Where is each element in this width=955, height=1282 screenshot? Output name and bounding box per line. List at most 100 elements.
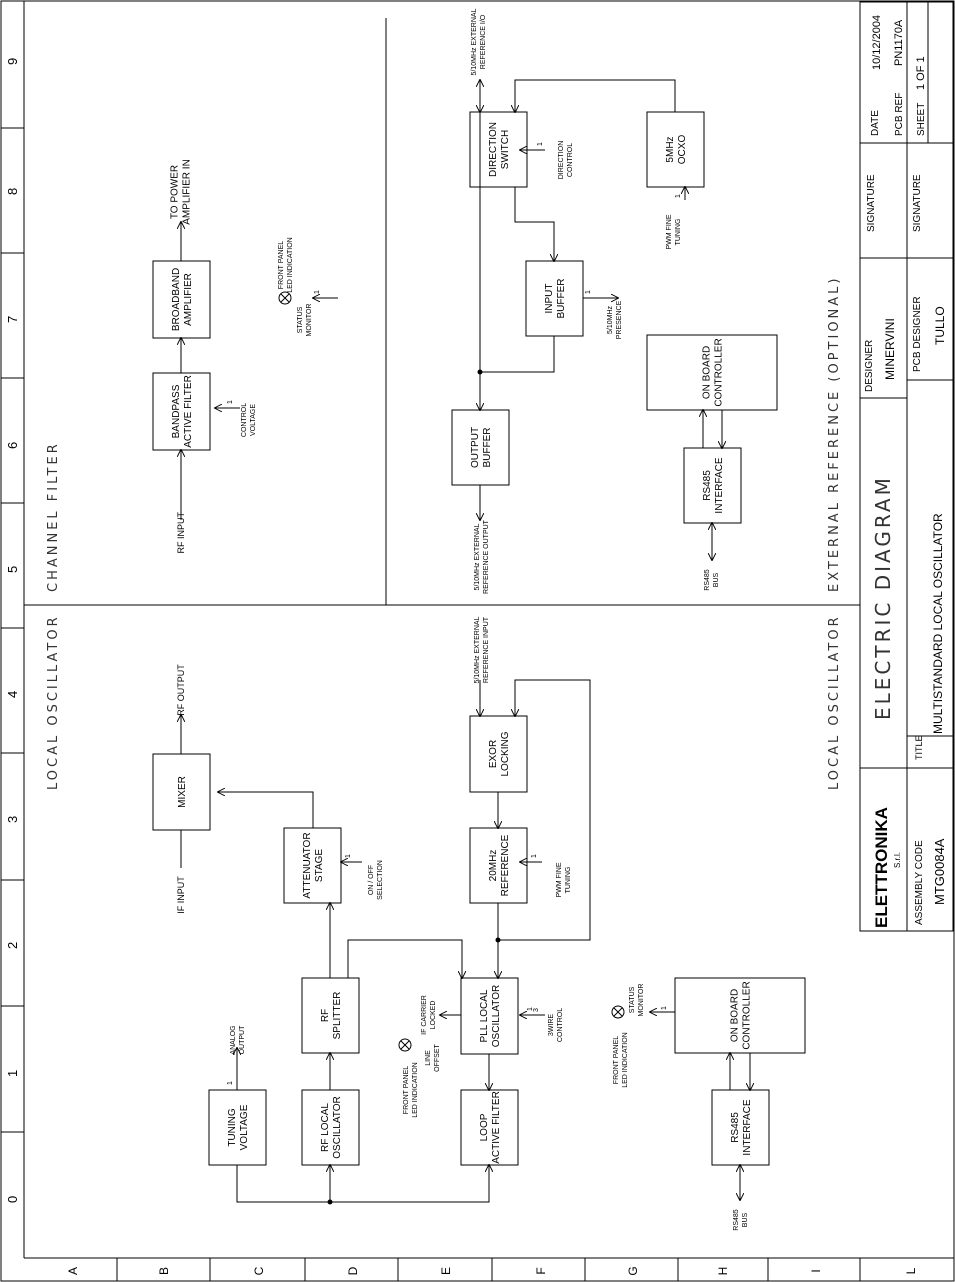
svg-text:5/10MHz EXTERNAL: 5/10MHz EXTERNAL xyxy=(474,523,481,590)
pin-number-9: 1 xyxy=(661,1006,668,1010)
svg-text:TITLE: TITLE xyxy=(914,735,924,760)
svg-text:REFERENCE I/O: REFERENCE I/O xyxy=(480,14,487,69)
svg-text:LOCAL OSCILLATOR: LOCAL OSCILLATOR xyxy=(46,614,61,790)
section-title-external-reference: EXTERNAL REFERENCE (OPTIONAL) xyxy=(827,276,842,593)
column-marker-A: A xyxy=(66,1267,80,1275)
svg-text:CONTROLLER: CONTROLLER xyxy=(742,981,753,1049)
designer-name: MINERVINI xyxy=(883,318,897,380)
svg-text:DIRECTION: DIRECTION xyxy=(488,122,499,177)
wire-ref-feedback xyxy=(498,679,591,941)
svg-text:REFERENCE INPUT: REFERENCE INPUT xyxy=(483,616,490,683)
junction-bus xyxy=(327,1199,333,1205)
svg-text:5/10MHz: 5/10MHz xyxy=(607,305,614,334)
svg-text:5/10MHz EXTERNAL: 5/10MHz EXTERNAL xyxy=(471,8,478,75)
row-marker-9: 9 xyxy=(5,58,20,65)
svg-text:TUNING: TUNING xyxy=(565,867,572,894)
svg-text:LOCKING: LOCKING xyxy=(500,731,511,776)
svg-text:SELECTION: SELECTION xyxy=(377,860,384,900)
pin-number-1: 1 xyxy=(345,854,352,858)
svg-text:SHEET: SHEET xyxy=(916,103,927,136)
svg-text:MONITOR: MONITOR xyxy=(638,984,645,1017)
svg-text:MONITOR: MONITOR xyxy=(306,304,313,337)
pcb-ref-value: PN1170A xyxy=(893,19,905,66)
svg-text:MIXER: MIXER xyxy=(177,776,188,808)
assembly-code: MTG0084A xyxy=(932,838,947,905)
svg-text:ON / OFF: ON / OFF xyxy=(368,865,375,895)
svg-text:20MHz: 20MHz xyxy=(488,850,499,882)
svg-text:PCB DESIGNER: PCB DESIGNER xyxy=(912,296,923,372)
junction-ext xyxy=(477,369,483,375)
svg-text:FRONT PANEL: FRONT PANEL xyxy=(403,1066,410,1114)
pin-number-0: 1 xyxy=(227,400,234,404)
svg-text:LOCAL OSCILLATOR: LOCAL OSCILLATOR xyxy=(827,614,842,790)
pin-number-3: 3 xyxy=(533,1008,540,1012)
row-marker-7: 7 xyxy=(5,316,20,323)
svg-text:PRESENCE: PRESENCE xyxy=(616,300,623,339)
svg-text:S.r.l.: S.r.l. xyxy=(893,852,902,868)
svg-text:VOLTAGE: VOLTAGE xyxy=(250,404,257,436)
svg-text:STATUS: STATUS xyxy=(629,986,636,1013)
svg-text:RF OUTPUT: RF OUTPUT xyxy=(176,664,186,716)
row-marker-4: 4 xyxy=(5,691,20,698)
svg-text:ACTIVE FILTER: ACTIVE FILTER xyxy=(491,1091,502,1164)
pin-number-3: 1 xyxy=(531,854,538,858)
svg-text:BUS: BUS xyxy=(742,1212,749,1227)
svg-text:ASSEMBLY CODE: ASSEMBLY CODE xyxy=(914,840,925,925)
pin-number-2: 1 xyxy=(227,1081,234,1085)
sheet-value: 1 OF 1 xyxy=(915,56,927,90)
svg-text:OSCILLATOR: OSCILLATOR xyxy=(332,1096,343,1158)
led-indicator-1 xyxy=(278,291,292,305)
svg-text:INTERFACE: INTERFACE xyxy=(714,457,725,513)
drawing-subtitle: MULTISTANDARD LOCAL OSCILLATOR xyxy=(931,513,945,734)
section-title-local-oscillator-right: LOCAL OSCILLATOR xyxy=(827,614,842,790)
svg-text:TO POWER: TO POWER xyxy=(170,165,181,219)
column-marker-G: G xyxy=(626,1266,640,1275)
pin-number-8: 1 xyxy=(527,1007,534,1011)
wire-attenuator-to-mixer xyxy=(218,792,314,828)
wire-splitter-to-pll xyxy=(347,939,462,978)
svg-text:OFFSET: OFFSET xyxy=(434,1043,441,1071)
row-marker-8: 8 xyxy=(5,188,20,195)
svg-text:PCB REF: PCB REF xyxy=(894,93,905,136)
svg-text:RS485: RS485 xyxy=(702,470,713,501)
svg-text:SIGNATURE: SIGNATURE xyxy=(866,174,877,232)
junction-ref xyxy=(495,937,501,943)
svg-text:SPLITTER: SPLITTER xyxy=(332,992,343,1040)
date-value: 10/12/2004 xyxy=(871,15,883,70)
svg-text:RS485: RS485 xyxy=(733,1209,740,1231)
pin-number-5: 1 xyxy=(675,194,682,198)
row-marker-6: 6 xyxy=(5,442,20,449)
svg-text:OCXO: OCXO xyxy=(677,135,688,165)
wire-input-buffer-to-output xyxy=(480,336,555,410)
